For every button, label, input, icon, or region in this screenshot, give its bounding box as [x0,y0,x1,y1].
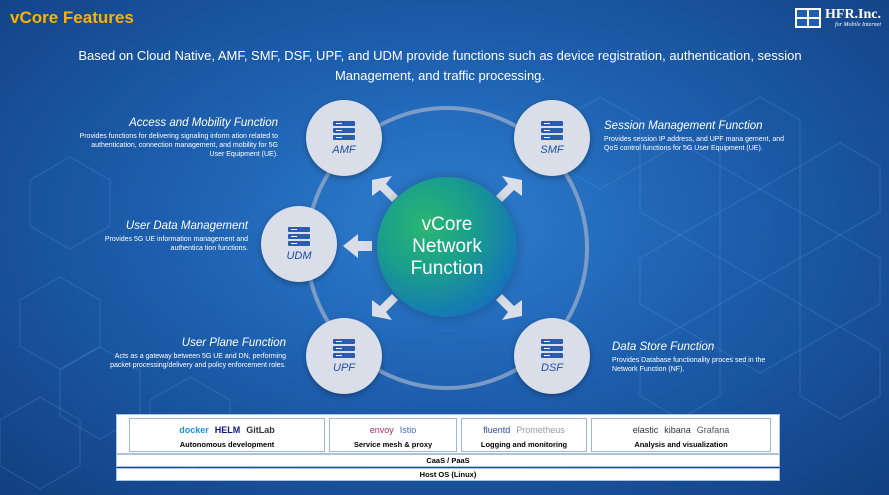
udm-description: User Data Management Provides 5G UE info… [100,219,248,253]
node-dsf: DSF [514,318,590,394]
group-logging: fluentd Prometheus Logging and monitorin… [461,418,587,452]
dsf-title: Data Store Function [612,341,715,353]
group-caption: Service mesh & proxy [353,440,433,449]
page-title: vCore Features [10,8,134,27]
server-icon [541,339,563,358]
logo-name: HFR.Inc. [825,7,881,22]
node-label: SMF [540,144,564,156]
dsf-description: Data Store Function Provides Database fu… [612,340,772,374]
envoy-logo: envoy [369,425,394,435]
amf-description: Access and Mobility Function Provides fu… [78,116,278,159]
center-label: vCore Network Function [410,214,484,279]
upf-description: User Plane Function Acts as a gateway be… [100,336,286,370]
group-service-mesh: envoy Istio Service mesh & proxy [329,418,457,452]
node-label: UDM [286,250,312,262]
smf-desc: Provides session IP address, and UPF man… [604,136,785,152]
istio-logo: Istio [399,425,417,435]
group-autonomous-development: docker HELM GitLab Autonomous developmen… [129,418,325,452]
prometheus-logo: Prometheus [516,425,565,435]
arrow-to-upf [372,294,398,320]
server-icon [333,339,355,358]
server-icon [541,121,563,140]
amf-desc: Provides functions for delivering signal… [79,133,278,158]
arrow-to-smf [496,176,522,202]
logo-tagline: for Mobile Internet [835,22,881,28]
intro-text: Based on Cloud Native, AMF, SMF, DSF, UP… [78,48,802,83]
helm-logo: HELM [214,425,241,435]
kibana-logo: kibana [664,425,691,435]
server-icon [333,121,355,140]
node-label: UPF [333,362,355,374]
group-caption: Autonomous development [179,440,275,449]
vcore-network-function: vCore Network Function [377,177,517,317]
platform-stack: docker HELM GitLab Autonomous developmen… [116,414,780,486]
node-label: AMF [332,144,356,156]
server-icon [288,227,310,246]
group-analysis: elastic kibana Grafana Analysis and visu… [591,418,771,452]
arrow-to-udm [343,234,372,258]
tooling-row: docker HELM GitLab Autonomous developmen… [116,414,780,454]
upf-title: User Plane Function [181,337,286,349]
udm-title: User Data Management [125,220,248,232]
group-caption: Logging and monitoring [480,440,568,449]
group-caption: Analysis and visualization [634,440,728,449]
fluentd-logo: fluentd [483,425,511,435]
smf-title: Session Management Function [604,120,763,132]
smf-description: Session Management Function Provides ses… [604,119,789,153]
elastic-logo: elastic [632,425,659,435]
company-logo: HFR.Inc. for Mobile Internet [795,8,881,28]
dsf-desc: Provides Database functionality proces s… [612,357,766,373]
node-label: DSF [541,362,563,374]
node-smf: SMF [514,100,590,176]
arrow-to-dsf [496,294,522,320]
amf-title: Access and Mobility Function [129,117,278,129]
upf-desc: Acts as a gateway between 5G UE and DN, … [110,353,286,369]
grafana-logo: Grafana [696,425,730,435]
node-amf: AMF [306,100,382,176]
host-os-layer: Host OS (Linux) [116,468,780,481]
node-udm: UDM [261,206,337,282]
hfr-logo-icon [795,8,821,28]
arrow-to-amf [372,176,398,202]
node-upf: UPF [306,318,382,394]
udm-desc: Provides 5G UE information management an… [104,236,248,252]
gitlab-logo: GitLab [246,425,275,435]
docker-logo: docker [179,425,209,435]
caas-paas-layer: CaaS / PaaS [116,454,780,467]
